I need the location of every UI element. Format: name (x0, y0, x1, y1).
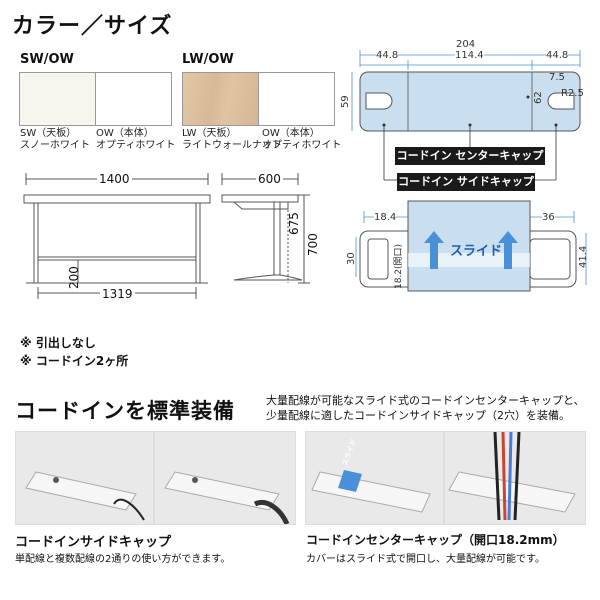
feature-title-side-cap: コードインサイドキャップ (15, 535, 172, 550)
color-set-name-sw: SW/OW (20, 52, 74, 67)
cap-dim-offset: 62 (533, 91, 544, 104)
dim-inner-height: 675 (287, 212, 301, 235)
dim-leg-height: 200 (67, 266, 81, 289)
feature-title-center-cap: コードインセンターキャップ（開口18.2mm） (306, 533, 565, 547)
section-title: コードインを標準装備 (15, 399, 235, 423)
cap-top-drawing (351, 50, 581, 132)
swatch-lw-top (182, 72, 259, 126)
dim-inner-width: 1319 (100, 287, 135, 301)
cap-leader-lines (383, 125, 557, 181)
cap-dim-radius: R2.5 (561, 88, 584, 99)
cap-dim-slide-h-right: 41.4 (578, 245, 589, 268)
slide-label: スライド (450, 244, 503, 259)
cap-dim-slide-h-left: 30 (346, 252, 357, 265)
section-description: 大量配線が可能なスライド式のコードインセンターキャップと、 少量配線に適したコー… (266, 394, 585, 422)
swatch-label-ow-1: OW（本体） オプティホワイト (96, 128, 176, 151)
swatch-ow-body-1 (95, 72, 172, 126)
photo-side-cap-single (15, 431, 154, 525)
cap-dim-side-left: 44.8 (376, 50, 399, 62)
color-set-name-lw: LW/OW (182, 52, 234, 67)
dim-height: 700 (306, 233, 320, 256)
cap-dim-slide-right: 36 (542, 212, 555, 224)
swatch-ow-body-2 (258, 72, 335, 126)
cap-dim-height: 59 (340, 95, 351, 108)
photo-center-cap-open (444, 431, 586, 525)
label-side-cap: コードイン サイドキャップ (397, 173, 535, 191)
photo-center-cap-closed: スライド (305, 431, 444, 525)
photo-side-cap-multi (154, 431, 296, 525)
feature-caption-side-cap: 単配線と複数配線の2通りの使い方ができます。 (15, 554, 231, 565)
cap-slide-drawing (355, 200, 587, 292)
swatch-label-sw: SW（天板） スノーホワイト (20, 128, 90, 151)
note-cord-in-count: ※ コードイン2ヶ所 (20, 354, 129, 368)
cap-dim-total: 204 (456, 39, 476, 51)
label-center-cap: コードイン センターキャップ (395, 147, 545, 165)
cap-dim-center: 114.4 (455, 50, 484, 62)
cap-dim-slide-left: 18.4 (374, 212, 397, 224)
cap-dim-side-right: 44.8 (546, 50, 569, 62)
cap-dim-hole: 7.5 (549, 72, 565, 83)
swatch-label-lw: LW（天板） ライトウォールナット (182, 128, 282, 151)
dim-depth: 600 (256, 172, 283, 186)
feature-caption-center-cap: カバーはスライド式で開口し、大量配線が可能です。 (306, 554, 545, 565)
swatch-label-ow-2: OW（本体） オプティホワイト (262, 128, 342, 151)
desk-dimension-drawing (23, 173, 310, 299)
dim-width: 1400 (97, 172, 132, 186)
note-no-drawer: ※ 引出しなし (20, 336, 96, 350)
swatch-sw-top (19, 72, 96, 126)
cap-dim-opening: 18.2(開口) (394, 243, 404, 289)
page-title: カラー／サイズ (12, 14, 173, 39)
